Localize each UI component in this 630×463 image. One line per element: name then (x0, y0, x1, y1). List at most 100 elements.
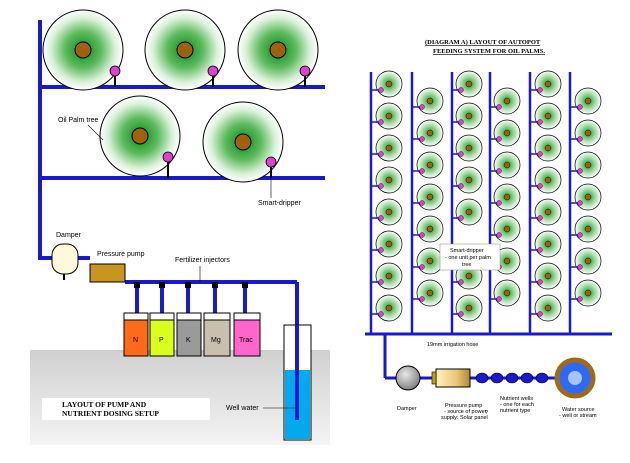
smart-dripper (577, 200, 583, 206)
smart-dripper (537, 119, 543, 125)
oil-palm-tree-label: Oil Palm tree (58, 117, 99, 124)
smart-dripper (378, 87, 384, 93)
palm-tree-unit (530, 230, 562, 258)
palm-tree-unit (530, 166, 562, 194)
layout-title-box (42, 398, 210, 420)
palm-tree-unit (412, 215, 444, 243)
smart-dripper (458, 183, 464, 189)
nutrient-wells (475, 372, 549, 384)
damper-label: Damper (56, 232, 82, 239)
palm-tree-unit (489, 215, 521, 243)
smart-dripper (496, 104, 502, 110)
smart-dripper (378, 247, 384, 253)
smart-dripper (378, 311, 384, 317)
palm-tree-unit (570, 183, 602, 211)
pressure-pump (89, 263, 126, 283)
smart-dripper (378, 279, 384, 285)
palm-tree-unit (451, 198, 483, 226)
smart-dripper (419, 168, 425, 174)
smart-dripper (265, 156, 277, 168)
smart-dripper-callout-line-3: tree (462, 262, 471, 268)
tree-grid (371, 70, 602, 322)
smart-dripper (378, 215, 384, 221)
smart-dripper-callout (439, 243, 501, 271)
smart-dripper-callout-line-1: Smart-dripper (450, 248, 484, 254)
smart-dripper (419, 104, 425, 110)
palm-tree-unit (530, 102, 562, 130)
smart-dripper (109, 65, 121, 77)
palm-tree-unit (371, 166, 403, 194)
irrigation-hose-label: 19mm irrigation hose (427, 342, 478, 348)
smart-dripper (577, 232, 583, 238)
svg-text:Trac: Trac (239, 337, 253, 344)
svg-text:K: K (186, 337, 191, 344)
smart-dripper (458, 151, 464, 157)
palm-tree-unit (412, 87, 444, 115)
nutrient-tank-n: N (123, 312, 149, 357)
svg-text:N: N (133, 337, 138, 344)
palm-tree-unit (451, 294, 483, 322)
pointer-mark: ? (485, 410, 488, 416)
smart-dripper-label: Smart-dripper (258, 200, 301, 207)
water-source-line-2: - well or stream (559, 413, 597, 419)
palm-tree-unit (371, 230, 403, 258)
smart-dripper (496, 232, 502, 238)
palm-tree-unit (451, 166, 483, 194)
palm-tree-unit (412, 119, 444, 147)
smart-dripper-callout-line-2: - one unit per palm (445, 255, 491, 261)
smart-dripper (537, 183, 543, 189)
damper-right (395, 365, 421, 391)
smart-dripper (207, 65, 219, 77)
pressure-pump-right-line-1: Pressure pump (445, 403, 482, 409)
smart-dripper (496, 168, 502, 174)
smart-dripper (537, 311, 543, 317)
smart-dripper (419, 232, 425, 238)
pressure-pump-label: Pressure pump (97, 251, 145, 258)
palm-tree-unit (489, 279, 521, 307)
nutrient-tank-trac: Trac (233, 312, 261, 357)
damper-right-label: Damper (397, 406, 417, 412)
nutrient-tank-k: K (176, 312, 202, 357)
well (283, 324, 312, 441)
damper (51, 243, 79, 280)
smart-dripper (378, 183, 384, 189)
smart-dripper (419, 200, 425, 206)
palm-tree-unit (489, 119, 521, 147)
smart-dripper (378, 119, 384, 125)
smart-dripper (577, 264, 583, 270)
oil-palm-tree (42, 9, 124, 91)
palm-tree-unit (412, 183, 444, 211)
diagram-title-line-2: FEEDING SYSTEM FOR OIL PALMS. (433, 48, 545, 55)
water-source-line-1: Water source (562, 407, 595, 413)
palm-tree-unit (570, 151, 602, 179)
palm-tree-unit (371, 198, 403, 226)
layout-title-line-2: NUTRIENT DOSING SETUP (62, 409, 159, 418)
smart-dripper (458, 279, 464, 285)
palm-tree-unit (530, 70, 562, 98)
smart-dripper (378, 151, 384, 157)
palm-tree-unit (412, 247, 444, 275)
smart-dripper (299, 65, 311, 77)
svg-text:P: P (159, 337, 164, 344)
layout-title-line-1: LAYOUT OF PUMP AND (62, 400, 147, 409)
palm-tree-unit (412, 151, 444, 179)
nutrient-tank-mg: Mg (203, 312, 231, 357)
smart-dripper (458, 311, 464, 317)
palm-tree-unit (570, 119, 602, 147)
palm-tree-unit (530, 294, 562, 322)
smart-dripper (496, 200, 502, 206)
oil-palm-tree (202, 101, 284, 198)
palm-tree-unit (570, 247, 602, 275)
ground-area (30, 350, 330, 445)
smart-dripper (577, 136, 583, 142)
palm-tree-unit (371, 294, 403, 322)
palm-tree-unit (489, 151, 521, 179)
palm-tree-unit (371, 102, 403, 130)
smart-dripper (537, 87, 543, 93)
smart-dripper (419, 136, 425, 142)
nutrient-wells-line-3: nutrient type (500, 408, 530, 414)
smart-dripper (537, 247, 543, 253)
palm-tree-unit (371, 262, 403, 290)
oil-palm-tree (237, 9, 319, 91)
